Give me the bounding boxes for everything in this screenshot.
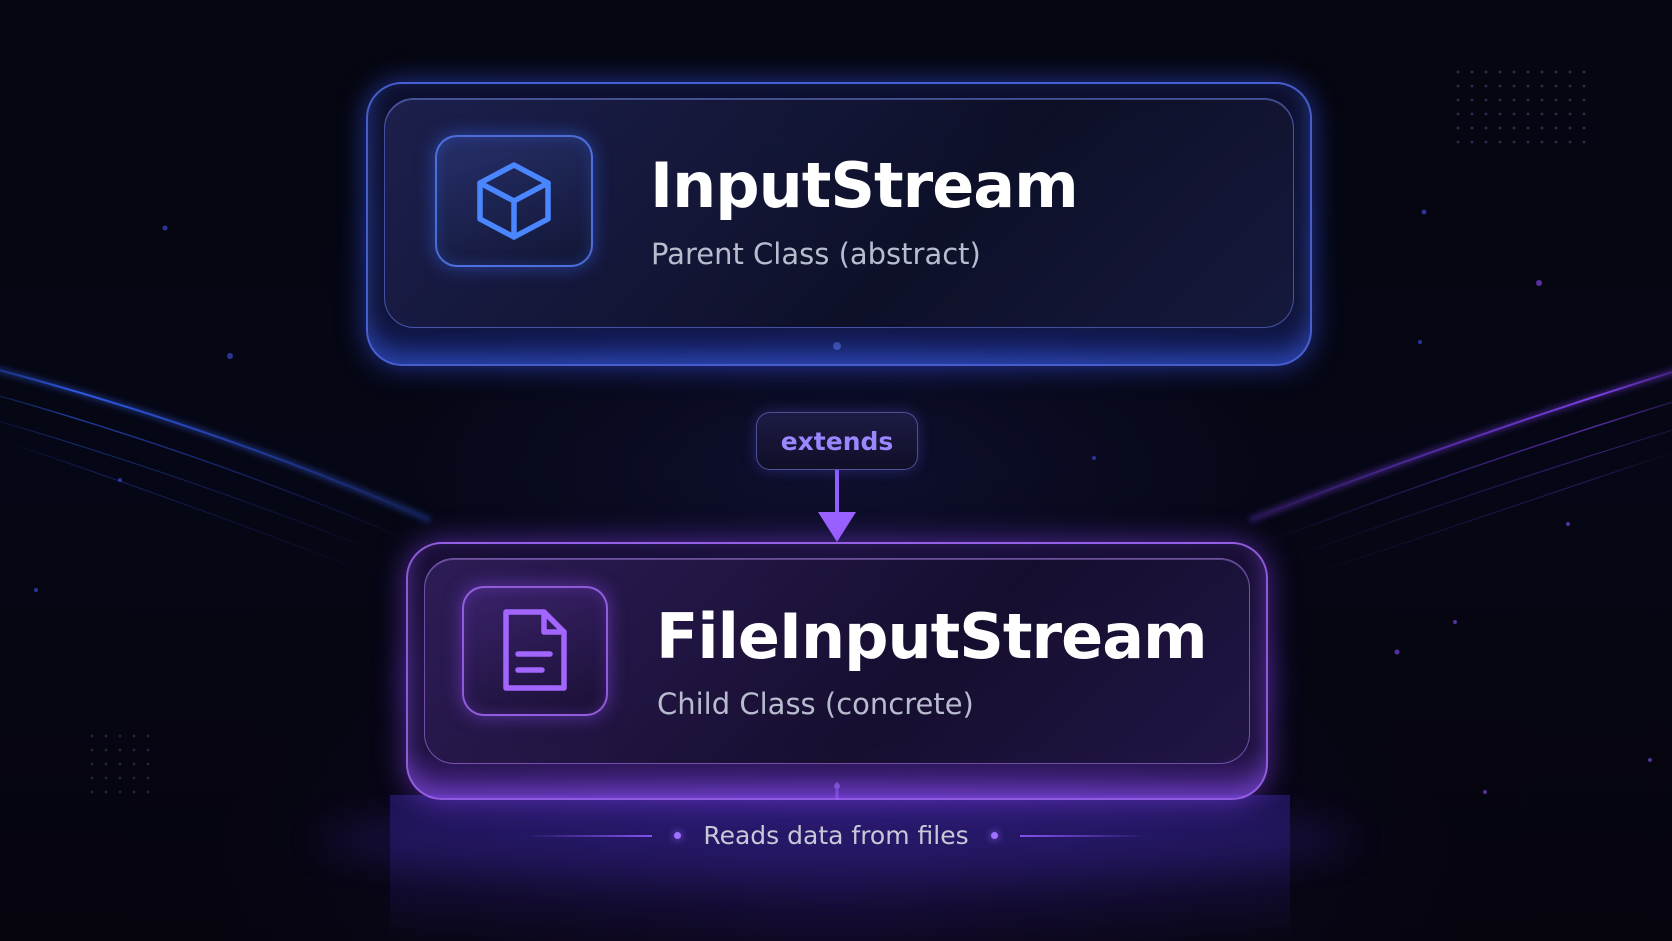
cube-icon: [477, 162, 551, 240]
caption-dot-right: [990, 832, 998, 839]
caption-dot-left: [674, 832, 682, 839]
child-class-description: Child Class (concrete): [657, 687, 974, 721]
caption-divider-right: [1019, 834, 1148, 837]
caption-row: Reads data from files: [0, 823, 1672, 848]
caption-text: Reads data from files: [703, 821, 969, 850]
document-icon: [503, 609, 567, 691]
parent-class-name: InputStream: [650, 149, 1079, 222]
extends-label-chip: extends: [756, 412, 918, 470]
dot-grid-top-right: [1456, 70, 1586, 144]
parent-icon-tile: [435, 135, 593, 267]
parent-class-description: Parent Class (abstract): [651, 237, 981, 271]
arrow-head-icon: [818, 512, 856, 542]
extends-label: extends: [780, 426, 894, 456]
child-icon-tile: [462, 586, 608, 716]
dot-grid-bottom-left: [90, 734, 150, 794]
caption-divider-left: [524, 834, 653, 837]
child-class-name: FileInputStream: [656, 600, 1208, 673]
